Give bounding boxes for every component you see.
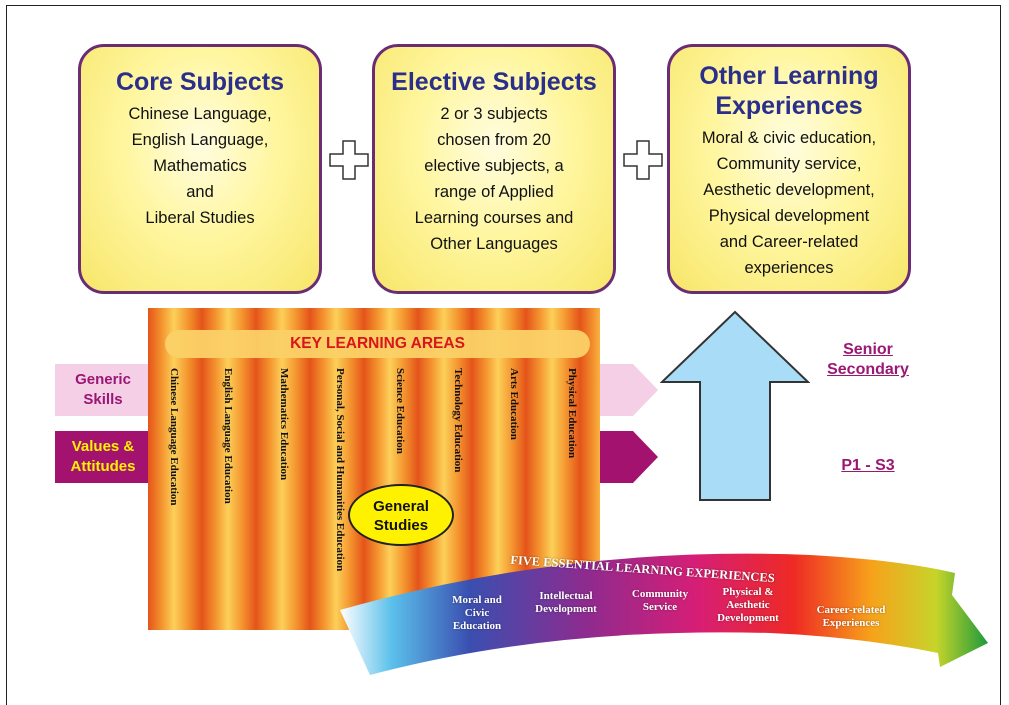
- values-attitudes-line: Values &: [71, 438, 135, 455]
- ole-title-line1: Other Learning: [699, 62, 879, 90]
- elective-subjects-line: 2 or 3 subjects: [440, 105, 548, 123]
- experience-line: Physical &: [722, 586, 774, 598]
- generic-skills-label: Generic Skills: [60, 370, 146, 410]
- ole-title-line2: Experiences: [715, 92, 863, 120]
- experience-line: Community: [631, 588, 689, 600]
- elective-subjects-line: Other Languages: [430, 235, 558, 253]
- plus-icon: [329, 140, 369, 180]
- experience-line: Aesthetic: [726, 599, 770, 611]
- core-subjects-box: Core Subjects Chinese Language, English …: [78, 44, 322, 294]
- key-learning-areas-title: KEY LEARNING AREAS: [165, 330, 590, 358]
- experience-line: Development: [717, 612, 779, 624]
- kla-column: Chinese Language Education: [168, 368, 180, 506]
- plus-icon: [623, 140, 663, 180]
- kla-column: Technology Education: [452, 368, 464, 473]
- elective-subjects-line: elective subjects, a: [424, 157, 564, 175]
- secondary-line: Secondary: [827, 361, 909, 378]
- up-arrow: [660, 310, 810, 501]
- experience-career-related: Career-related Experiences: [802, 604, 900, 630]
- p1-s3-label: P1 - S3: [841, 457, 895, 474]
- kla-column: Personal, Social and Humanities Educatio…: [334, 368, 346, 572]
- elective-subjects-title: Elective Subjects: [391, 68, 597, 96]
- core-subjects-line: Chinese Language,: [128, 105, 272, 123]
- core-subjects-line: Mathematics: [153, 157, 247, 175]
- core-subjects-line: Liberal Studies: [145, 209, 255, 227]
- experience-line: Intellectual: [539, 590, 593, 602]
- core-subjects-line: and: [186, 183, 214, 201]
- ole-line: Moral & civic education,: [701, 129, 877, 147]
- ole-line: and Career-related: [719, 233, 859, 251]
- essential-experiences-arc: [340, 553, 988, 675]
- general-studies-ellipse: General Studies: [348, 484, 454, 546]
- kla-column: Science Education: [394, 368, 406, 454]
- experience-intellectual: Intellectual Development: [522, 590, 610, 616]
- experience-line: Moral and: [452, 594, 502, 606]
- experience-line: Experiences: [822, 617, 880, 629]
- experience-physical-aesthetic: Physical & Aesthetic Development: [702, 586, 794, 625]
- generic-skills-line: Generic: [75, 371, 131, 388]
- experience-line: Education: [452, 620, 502, 632]
- ole-line: Physical development: [708, 207, 870, 225]
- experience-line: Career-related: [816, 604, 886, 616]
- experience-line: Civic: [464, 607, 490, 619]
- kla-column: Mathematics Education: [278, 368, 290, 481]
- experience-line: Development: [535, 603, 597, 615]
- ole-line: experiences: [744, 259, 834, 277]
- kla-column: English Language Education: [222, 368, 234, 504]
- general-studies-line: General: [373, 498, 429, 515]
- experience-moral-civic: Moral and Civic Education: [440, 594, 514, 633]
- experience-line: Service: [642, 601, 678, 613]
- ole-line: Community service,: [716, 155, 862, 173]
- generic-skills-line: Skills: [83, 391, 123, 408]
- elective-subjects-box: Elective Subjects 2 or 3 subjects chosen…: [372, 44, 616, 294]
- elective-subjects-line: chosen from 20: [437, 131, 551, 149]
- experience-community-service: Community Service: [620, 588, 700, 614]
- kla-column: Physical Education: [566, 368, 578, 459]
- values-attitudes-line: Attitudes: [70, 458, 136, 475]
- core-subjects-line: English Language,: [131, 131, 269, 149]
- diagram-frame: [6, 5, 1001, 705]
- values-attitudes-label: Values & Attitudes: [58, 437, 148, 477]
- senior-secondary-label: Senior Secondary: [820, 340, 916, 380]
- elective-subjects-line: Learning courses and: [414, 209, 574, 227]
- ole-line: Aesthetic development,: [703, 181, 875, 199]
- senior-line: Senior: [843, 341, 893, 358]
- other-learning-experiences-box: Other Learning Experiences Moral & civic…: [667, 44, 911, 294]
- kla-column: Arts Education: [508, 368, 520, 440]
- core-subjects-title: Core Subjects: [115, 68, 285, 96]
- elective-subjects-line: range of Applied: [434, 183, 554, 201]
- general-studies-line: Studies: [373, 517, 429, 534]
